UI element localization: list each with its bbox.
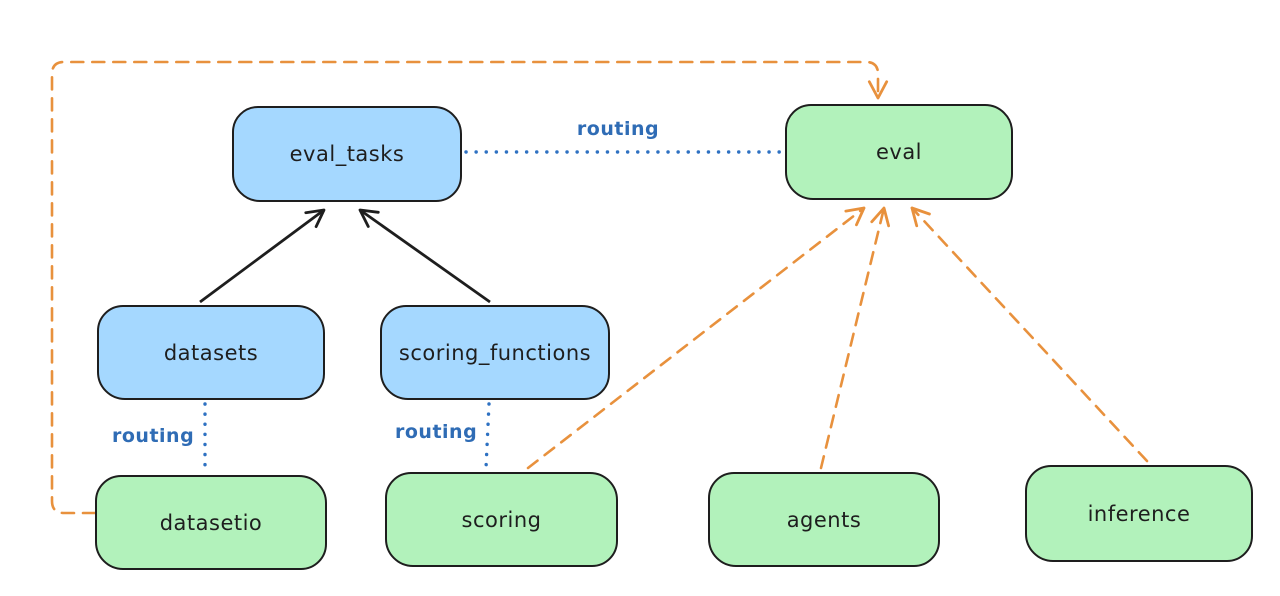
edge-label-routing-scoring-functions-scoring: routing (395, 421, 478, 443)
node-eval: eval (785, 104, 1013, 200)
node-datasetio-label: datasetio (159, 510, 263, 535)
edge-datasetio-to-eval (50, 60, 889, 515)
node-scoring-label: scoring (461, 507, 542, 532)
node-datasets-label: datasets (163, 340, 259, 365)
node-eval-label: eval (875, 140, 923, 164)
edge-scoring-to-eval (526, 206, 866, 470)
edge-agents-to-eval (819, 206, 891, 470)
node-agents-label: agents (786, 507, 862, 532)
node-inference: inference (1025, 465, 1253, 562)
edge-scoring-functions-to-eval-tasks (358, 208, 491, 304)
node-scoring-functions: scoring_functions (380, 305, 610, 400)
node-eval-tasks-label: eval_tasks (289, 142, 405, 166)
node-datasetio: datasetio (95, 475, 327, 570)
edge-label-routing-eval-tasks-eval: routing (576, 118, 660, 140)
edge-datasets-to-eval-tasks (199, 208, 326, 304)
edge-inference-to-eval (910, 206, 1149, 463)
node-datasets: datasets (97, 305, 325, 400)
node-scoring: scoring (385, 472, 618, 567)
node-eval-tasks: eval_tasks (232, 106, 462, 202)
node-inference-label: inference (1087, 501, 1191, 526)
edge-scoring-functions-to-scoring-routing (484, 402, 491, 470)
node-scoring-functions-label: scoring_functions (398, 340, 592, 365)
edge-label-routing-datasets-datasetio: routing (112, 425, 195, 447)
node-agents: agents (708, 472, 940, 567)
